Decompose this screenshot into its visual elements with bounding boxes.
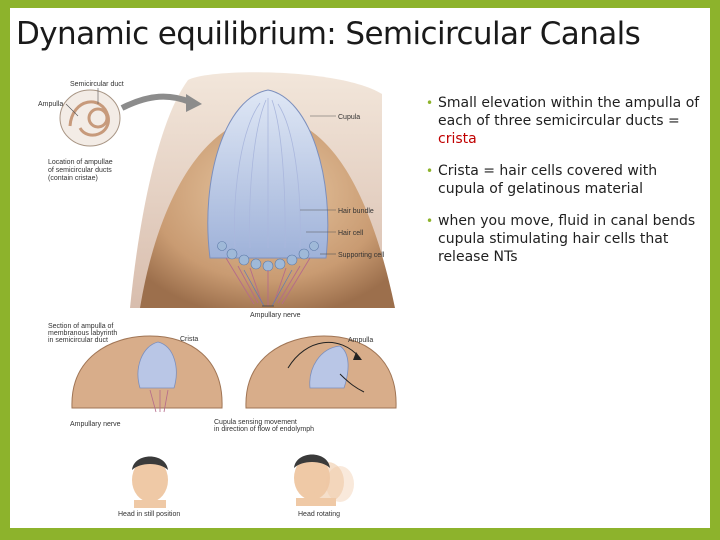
label-cupula: Cupula (338, 114, 360, 121)
head-still-illustration (132, 456, 168, 508)
label-hair-cell: Hair cell (338, 230, 364, 237)
bullet-text: = hair cells covered with (478, 163, 658, 179)
bullet-item: • Crista = hair cells covered with cupul… (426, 162, 708, 198)
label-crista: Crista (180, 336, 198, 343)
label-section-2: membranous labyrinth (48, 330, 117, 337)
label-supporting-cell: Supporting cell (338, 252, 385, 259)
slide-content: Dynamic equilibrium: Semicircular Canals (10, 8, 710, 528)
bullet-term: cupula (438, 181, 485, 197)
ampulla-section-still (71, 335, 223, 413)
bullet-item: • Small elevation within the ampulla of … (426, 94, 708, 148)
slide-title: Dynamic equilibrium: Semicircular Canals (16, 16, 641, 52)
label-hair-bundle: Hair bundle (338, 208, 374, 215)
label-head-still: Head in still position (118, 511, 180, 518)
label-location-1: Location of ampullae (48, 159, 113, 166)
semicircular-canal-figure: Semicircular duct Ampulla Cupula Locatio… (38, 72, 397, 518)
bullet-marker: • (426, 214, 434, 228)
label-cupula-sensing-2: in direction of flow of endolymph (214, 426, 314, 433)
label-section-3: in semicircular duct (48, 337, 108, 344)
label-ampulla-small: Ampulla (348, 337, 373, 344)
bullet-highlight: crista (438, 131, 477, 147)
bullet-marker: • (426, 96, 434, 110)
label-ampulla: Ampulla (38, 101, 63, 108)
bullet-item: • when you move, fluid in canal bends cu… (426, 212, 708, 266)
label-ampullary-nerve: Ampullary nerve (250, 312, 301, 319)
label-head-rotating: Head rotating (298, 511, 340, 518)
label-location-2: of semicircular ducts (48, 167, 112, 174)
label-section-1: Section of ampulla of (48, 323, 113, 330)
label-cupula-sensing-1: Cupula sensing movement (214, 419, 297, 426)
bullet-marker: • (426, 164, 434, 178)
bullet-text: Small elevation within the ampulla of ea… (438, 95, 700, 129)
ampulla-section-moving (245, 335, 397, 409)
bullet-list: • Small elevation within the ampulla of … (426, 94, 708, 280)
label-semicircular-duct: Semicircular duct (70, 81, 124, 88)
bullet-text: when you move, fluid in canal bends cupu… (438, 213, 696, 265)
inner-ear-inset (59, 89, 202, 147)
crista-illustration (130, 72, 395, 308)
head-rotating-illustration (294, 454, 354, 506)
bullet-term: Crista (438, 163, 479, 179)
bullet-text: of gelatinous material (484, 181, 644, 197)
label-location-3: (contain cristae) (48, 175, 98, 182)
label-ampullary-nerve-small: Ampullary nerve (70, 421, 121, 428)
